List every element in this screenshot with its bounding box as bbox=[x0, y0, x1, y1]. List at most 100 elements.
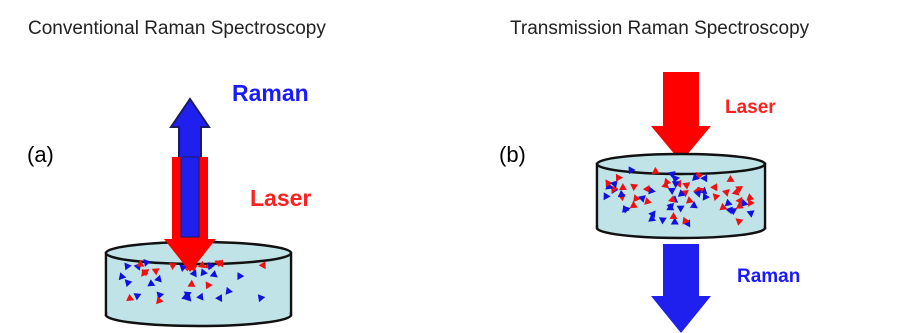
sample-dish-b bbox=[595, 152, 767, 240]
particle-triangle bbox=[735, 196, 743, 205]
particle-triangle bbox=[676, 205, 685, 213]
particle-triangle bbox=[141, 268, 149, 277]
particle-triangle bbox=[225, 286, 233, 295]
raman-arrow-b bbox=[651, 244, 711, 333]
particle-triangle bbox=[156, 296, 164, 305]
particle-triangle bbox=[610, 180, 618, 189]
particle-triangle bbox=[682, 182, 691, 190]
particle-triangle bbox=[143, 259, 151, 267]
particle-triangle bbox=[187, 279, 196, 287]
panel-a: Conventional Raman Spectroscopy (a) Rama… bbox=[27, 18, 326, 328]
particle-triangle bbox=[118, 272, 127, 281]
particle-triangle bbox=[651, 166, 660, 174]
particle-triangle bbox=[633, 194, 641, 203]
particle-triangle bbox=[670, 217, 679, 225]
particle-triangle bbox=[623, 205, 631, 214]
particle-triangle bbox=[677, 189, 686, 197]
particle-triangle bbox=[136, 259, 145, 267]
particle-triangle bbox=[154, 274, 162, 283]
particle-triangle bbox=[648, 214, 657, 222]
particle-triangle bbox=[710, 183, 718, 192]
particle-triangle bbox=[731, 187, 740, 196]
particle-triangle bbox=[671, 181, 680, 189]
particle-triangle bbox=[667, 171, 676, 179]
particle-triangle bbox=[719, 202, 728, 211]
particle-triangle bbox=[630, 183, 639, 191]
laser-label-b: Laser bbox=[725, 97, 776, 118]
particle-triangle bbox=[124, 279, 133, 288]
particle-triangle bbox=[722, 189, 730, 197]
particle-triangle bbox=[179, 264, 188, 272]
particle-triangle bbox=[724, 198, 733, 207]
particle-triangle bbox=[615, 173, 623, 182]
particle-triangle bbox=[209, 270, 218, 278]
particle-triangle bbox=[196, 292, 204, 301]
particle-triangle bbox=[619, 183, 627, 191]
particle-triangle bbox=[746, 193, 755, 201]
panel-b: Transmission Raman Spectroscopy (b) Lase… bbox=[499, 18, 810, 333]
particle-triangle bbox=[207, 262, 215, 271]
laser-arrow-b bbox=[651, 72, 711, 162]
particle-triangle bbox=[215, 294, 223, 302]
particle-triangle bbox=[189, 269, 197, 278]
particle-triangle bbox=[661, 180, 669, 189]
particle-triangle bbox=[628, 166, 636, 175]
particle-triangle bbox=[605, 179, 613, 188]
particle-triangle bbox=[700, 174, 708, 183]
particle-triangle bbox=[681, 190, 689, 198]
particle-triangle bbox=[617, 189, 626, 198]
particle-triangle bbox=[237, 272, 245, 281]
particle-triangle bbox=[666, 203, 675, 211]
particle-triangle bbox=[668, 195, 676, 203]
particle-triangle bbox=[126, 293, 135, 302]
particle-triangle bbox=[642, 185, 650, 193]
particle-triangle bbox=[712, 193, 721, 201]
particle-triangle bbox=[735, 218, 744, 226]
particle-triangle bbox=[147, 279, 156, 287]
particle-triangle bbox=[735, 186, 744, 194]
sample-dish-a bbox=[104, 240, 293, 328]
particle-triangle bbox=[747, 198, 755, 207]
particle-triangle bbox=[693, 189, 702, 198]
particle-triangle bbox=[667, 187, 676, 195]
particle-triangle bbox=[669, 212, 678, 219]
particle-triangle bbox=[658, 217, 667, 225]
particles-b bbox=[603, 166, 755, 228]
particle-triangle bbox=[124, 262, 132, 271]
particle-triangle bbox=[735, 201, 744, 209]
laser-label-a: Laser bbox=[250, 185, 311, 211]
panel-b-title: Transmission Raman Spectroscopy bbox=[510, 18, 810, 39]
sample-dish-b-top bbox=[595, 152, 767, 176]
particle-triangle bbox=[200, 268, 208, 277]
particle-triangle bbox=[648, 186, 656, 195]
raman-label-b: Raman bbox=[737, 266, 800, 287]
particle-triangle bbox=[726, 175, 735, 182]
particle-triangle bbox=[702, 192, 710, 201]
particle-triangle bbox=[133, 293, 142, 301]
particle-triangle bbox=[257, 294, 266, 303]
raman-beam-core-a bbox=[180, 156, 200, 238]
particle-triangle bbox=[605, 182, 614, 190]
panel-b-label: (b) bbox=[499, 142, 526, 167]
particle-triangle bbox=[746, 210, 755, 218]
particle-triangle bbox=[682, 216, 690, 225]
raman-label-a: Raman bbox=[232, 80, 309, 106]
particle-triangle bbox=[638, 195, 646, 203]
particle-triangle bbox=[151, 268, 160, 276]
particle-triangle bbox=[183, 291, 192, 299]
particle-triangle bbox=[692, 173, 700, 181]
particle-triangle bbox=[258, 261, 266, 270]
particle-triangle bbox=[685, 196, 694, 204]
particle-triangle bbox=[610, 185, 619, 194]
particle-triangle bbox=[689, 201, 698, 209]
particle-triangle bbox=[648, 210, 656, 219]
particle-triangle bbox=[168, 263, 177, 271]
particle-triangle bbox=[740, 199, 749, 207]
particle-triangle bbox=[205, 281, 213, 290]
particle-triangle bbox=[216, 259, 224, 268]
panel-a-label: (a) bbox=[27, 142, 54, 167]
particle-triangle bbox=[629, 200, 638, 209]
particle-triangle bbox=[603, 192, 611, 201]
particle-triangle bbox=[729, 208, 738, 216]
